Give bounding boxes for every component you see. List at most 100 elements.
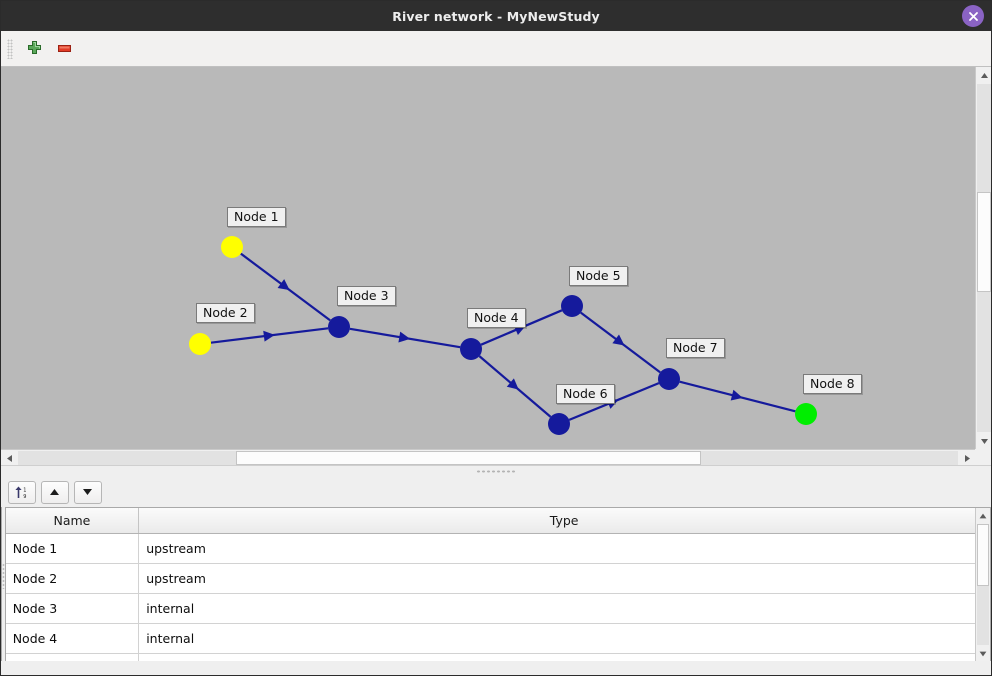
splitter-grip-icon bbox=[476, 470, 516, 473]
nodes-toolbar: 1 9 bbox=[5, 477, 991, 507]
graph-node-label[interactable]: Node 3 bbox=[337, 286, 396, 306]
network-canvas-viewport[interactable]: Node 1 Node 2 Node 3 Node 4 Node 5 Node 6 Node… bbox=[1, 67, 975, 449]
graph-node-label[interactable]: Node 5 bbox=[569, 266, 628, 286]
graph-node[interactable] bbox=[221, 236, 243, 258]
chevron-up-icon bbox=[980, 72, 988, 78]
nodes-scroll-thumb[interactable] bbox=[977, 524, 990, 586]
table-cell[interactable]: Node 4 bbox=[5, 623, 140, 654]
graph-node-label[interactable]: Node 1 bbox=[227, 207, 286, 227]
nodes-pane-footer bbox=[4, 661, 992, 675]
nodes-scroll-down-button[interactable] bbox=[976, 646, 991, 661]
scroll-down-button[interactable] bbox=[976, 433, 991, 449]
scroll-left-button[interactable] bbox=[1, 450, 17, 465]
table-cell[interactable]: Node 2 bbox=[5, 563, 140, 594]
edge-arrow-icon bbox=[612, 334, 625, 346]
table-cell[interactable]: Node 3 bbox=[5, 593, 140, 624]
table-cell-empty bbox=[5, 653, 140, 661]
edge-arrow-icon bbox=[730, 389, 743, 401]
branches-pane: 1 9 NameNode1Node2 bbox=[1, 477, 57, 675]
pane-divider-grip-icon bbox=[1, 563, 5, 589]
vscroll-track-upper[interactable] bbox=[977, 84, 991, 192]
remove-node-button[interactable] bbox=[49, 34, 79, 64]
sort-ascending-icon: 1 9 bbox=[15, 486, 27, 500]
nodes-move-up-button[interactable] bbox=[40, 480, 69, 504]
window-title: River network - MyNewStudy bbox=[392, 8, 600, 24]
svg-text:1: 1 bbox=[23, 487, 26, 493]
graph-node[interactable] bbox=[561, 295, 583, 317]
graph-node-label[interactable]: Node 2 bbox=[196, 303, 255, 323]
close-button[interactable] bbox=[962, 5, 984, 27]
bottom-tables-area: 1 9 NameNode1Node2 bbox=[1, 477, 992, 675]
graph-node[interactable] bbox=[658, 368, 680, 390]
chevron-right-icon bbox=[964, 454, 970, 462]
arrow-up-icon bbox=[50, 489, 60, 495]
graph-node[interactable] bbox=[328, 316, 350, 338]
edge-arrow-icon bbox=[506, 378, 519, 390]
nodes-sort-button[interactable]: 1 9 bbox=[7, 480, 36, 504]
canvas-horizontal-scrollbar[interactable] bbox=[1, 449, 975, 465]
horizontal-splitter[interactable] bbox=[1, 465, 991, 477]
graph-node-label[interactable]: Node 7 bbox=[666, 338, 725, 358]
table-cell-empty bbox=[138, 653, 991, 661]
vscroll-track-lower[interactable] bbox=[977, 292, 991, 432]
scroll-right-button[interactable] bbox=[959, 450, 975, 465]
scrollbar-corner bbox=[975, 449, 991, 465]
hscroll-thumb[interactable] bbox=[236, 451, 701, 465]
graph-node[interactable] bbox=[548, 413, 570, 435]
vscroll-thumb[interactable] bbox=[977, 192, 991, 292]
nodes-move-down-button[interactable] bbox=[73, 480, 102, 504]
title-bar: River network - MyNewStudy bbox=[1, 1, 991, 31]
graph-node[interactable] bbox=[460, 338, 482, 360]
branches-pane-footer bbox=[1, 661, 2, 675]
chevron-left-icon bbox=[6, 454, 12, 462]
graph-node[interactable] bbox=[795, 403, 817, 425]
table-cell[interactable]: upstream bbox=[138, 563, 991, 594]
remove-minus-icon bbox=[57, 45, 71, 52]
graph-node-label[interactable]: Node 8 bbox=[803, 374, 862, 394]
toolbar-grip[interactable] bbox=[7, 38, 13, 59]
chevron-down-icon bbox=[979, 651, 987, 656]
chevron-down-icon bbox=[980, 438, 988, 444]
column-header[interactable]: Type bbox=[138, 508, 991, 534]
table-cell[interactable]: Node 1 bbox=[5, 533, 140, 564]
edge-layer bbox=[210, 252, 796, 421]
column-header[interactable]: Name bbox=[5, 508, 140, 534]
table-cell[interactable]: upstream bbox=[138, 533, 991, 564]
svg-text:9: 9 bbox=[23, 494, 26, 500]
edge-arrow-icon bbox=[277, 279, 290, 291]
arrow-down-icon bbox=[83, 489, 93, 495]
table-row-empty bbox=[5, 653, 991, 661]
scroll-up-button[interactable] bbox=[976, 67, 991, 83]
graph-node[interactable] bbox=[189, 333, 211, 355]
network-graph bbox=[189, 236, 817, 435]
hscroll-track-right[interactable] bbox=[701, 451, 958, 465]
table-cell[interactable]: internal bbox=[138, 623, 991, 654]
close-icon bbox=[968, 11, 978, 21]
edge-arrow-icon bbox=[263, 330, 275, 342]
hscroll-track-left[interactable] bbox=[18, 451, 236, 465]
vertical-pane-divider[interactable] bbox=[1, 477, 5, 675]
table-cell[interactable]: internal bbox=[138, 593, 991, 624]
nodes-vertical-scrollbar[interactable] bbox=[975, 508, 991, 661]
canvas-vertical-scrollbar[interactable] bbox=[975, 67, 991, 449]
network-canvas[interactable]: Node 1 Node 2 Node 3 Node 4 Node 5 Node 6 Node… bbox=[1, 67, 991, 465]
graph-node-label[interactable]: Node 6 bbox=[556, 384, 615, 404]
add-node-button[interactable] bbox=[19, 34, 49, 64]
graph-node-label[interactable]: Node 4 bbox=[467, 308, 526, 328]
node-layer bbox=[189, 236, 817, 435]
chevron-up-icon bbox=[979, 513, 987, 518]
main-toolbar bbox=[1, 31, 991, 67]
nodes-scroll-track[interactable] bbox=[977, 586, 990, 645]
nodes-scroll-up-button[interactable] bbox=[976, 508, 991, 523]
add-plus-icon bbox=[27, 41, 41, 54]
